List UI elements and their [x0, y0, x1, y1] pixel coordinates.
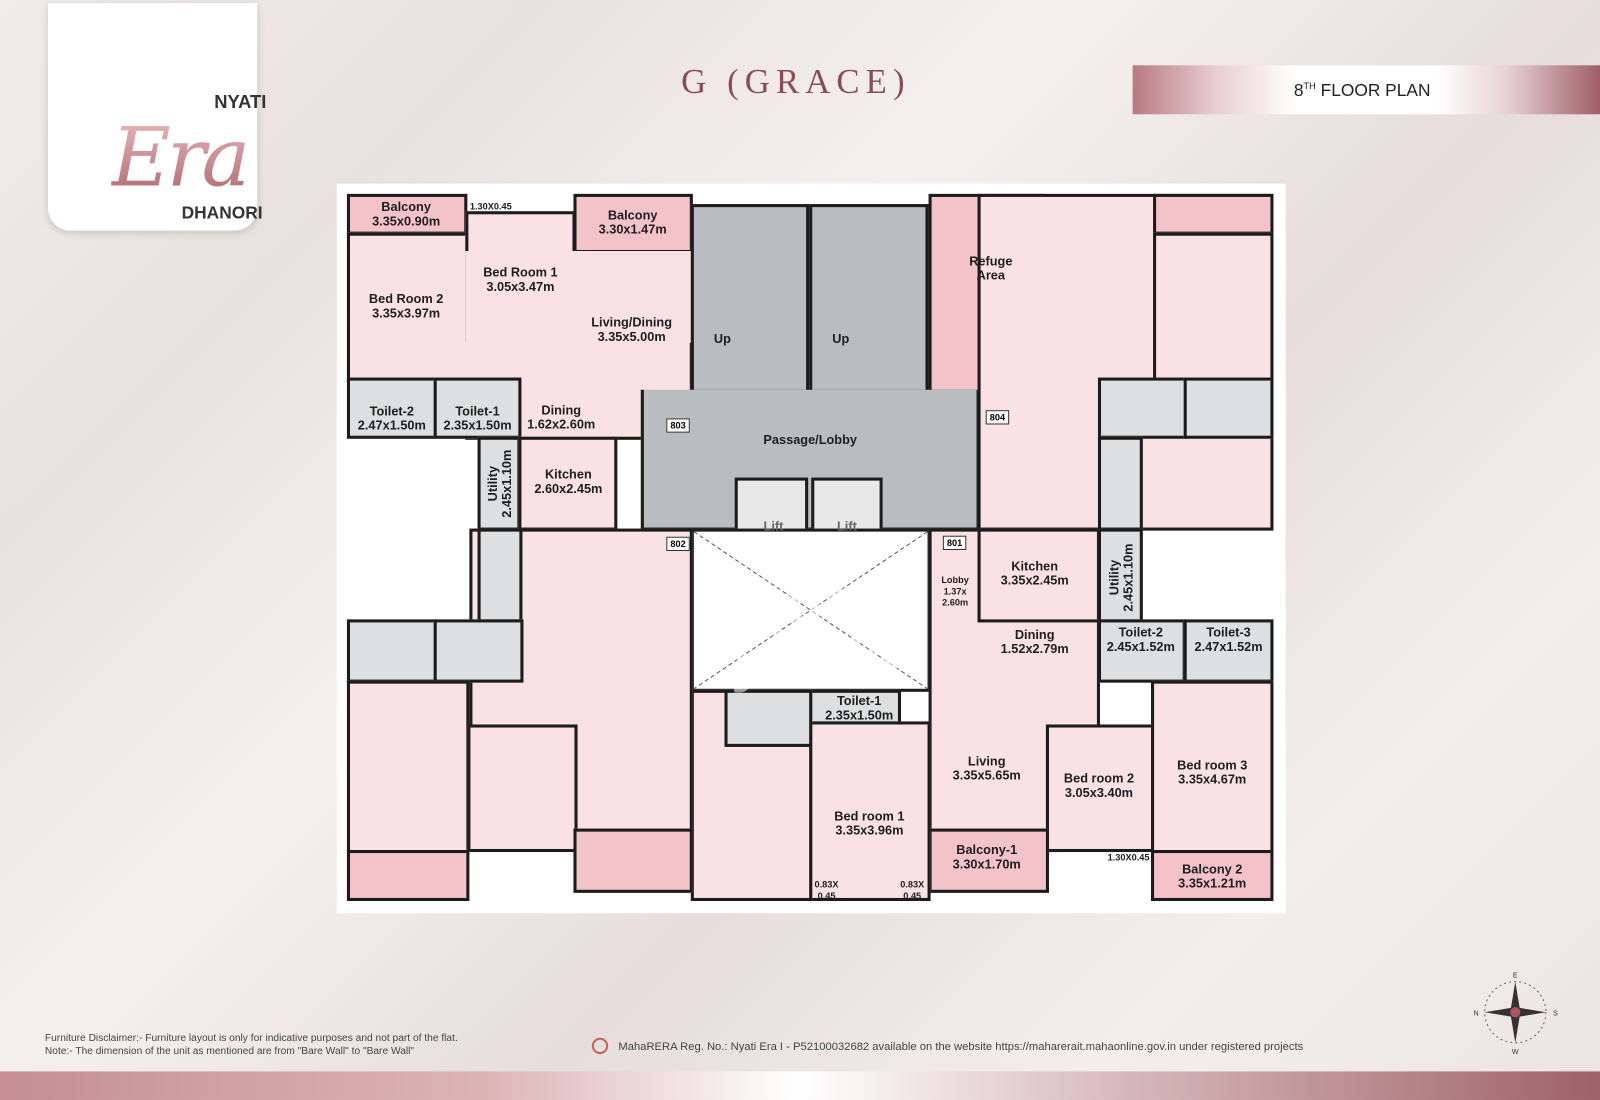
logo-era-script: Era [111, 110, 250, 206]
room-804-toilet-a [1097, 377, 1188, 439]
room-803-kitchen [518, 436, 618, 531]
room-802-balcony-b [573, 828, 693, 893]
room-801-balcony-1 [928, 828, 1049, 893]
maharera-logo-icon [591, 1037, 609, 1055]
room-801-kitchen [977, 528, 1100, 623]
room-803-toilet-2 [346, 377, 437, 439]
room-801-utility [1097, 528, 1143, 623]
label-lift-1: Lift [763, 519, 784, 534]
logo-nyati-text: NYATI [214, 91, 267, 113]
floor-number: 8 [1293, 80, 1304, 100]
room-801-toilet-1 [809, 689, 902, 725]
compass-n: N [1473, 1009, 1478, 1017]
label-stair-1-up: Up [713, 331, 731, 346]
nyati-era-logo: Era NYATI DHANORI [47, 3, 266, 231]
unit-804-tag: 804 [985, 410, 1010, 425]
unit-803-tag: 803 [666, 418, 690, 433]
logo-dhanori-text: DHANORI [181, 203, 263, 223]
compass-s: S [1553, 1009, 1558, 1017]
label-801-window: 1.30X0.45 [1107, 852, 1150, 863]
room-801-balcony-2 [1151, 849, 1274, 902]
bottom-decorative-strip [0, 1071, 1600, 1100]
label-stair-2-up: Up [832, 331, 850, 346]
unit-801-tag: 801 [942, 535, 967, 550]
staircase-2 [809, 204, 929, 393]
label-passage-lobby: Passage/Lobby [763, 432, 857, 447]
staircase-1 [690, 204, 810, 393]
label-lift-2: Lift [837, 519, 857, 534]
room-803-living-fill [573, 251, 693, 343]
passage-lobby [640, 389, 980, 531]
room-802-bedroom-a [346, 680, 470, 855]
footer-rera: MahaRERA Reg. No.: Nyati Era I - P521000… [618, 1040, 1304, 1054]
compass-e: E [1513, 972, 1518, 980]
room-804-balcony [1153, 193, 1274, 235]
room-804-toilet-b [1183, 377, 1274, 439]
room-802-toilet-a [346, 619, 437, 683]
void-cross-lines [693, 531, 928, 690]
room-802-toilet-b [433, 619, 524, 683]
unit-802-tag: 802 [666, 536, 690, 552]
plan-title: G (GRACE) [681, 63, 911, 102]
room-804-bedroom [1153, 232, 1274, 382]
room-802-utility [477, 528, 523, 623]
room-801-bedroom-3 [1151, 680, 1274, 855]
room-802-bedroom-b [467, 724, 578, 853]
watermark: square yards [711, 566, 920, 694]
room-bottom-toilet [724, 689, 813, 747]
compass-w: W [1512, 1048, 1519, 1056]
floor-suffix: TH [1303, 80, 1316, 92]
compass-rose-icon: E S W N [1473, 972, 1558, 1057]
room-804-utility [1097, 436, 1143, 531]
label-803-window: 1.30X0.45 [469, 201, 512, 212]
floor-plan-banner: 8TH FLOOR PLAN [1132, 65, 1600, 115]
room-803-balcony [346, 193, 468, 235]
lift-shaft-void [690, 528, 931, 692]
room-802-balcony-a [346, 849, 470, 902]
room-801-bedroom-1 [809, 721, 931, 902]
footer-disclaimer: Furniture Disclaimer:- Furniture layout … [44, 1032, 458, 1058]
floor-plan-text: FLOOR PLAN [1320, 80, 1431, 100]
